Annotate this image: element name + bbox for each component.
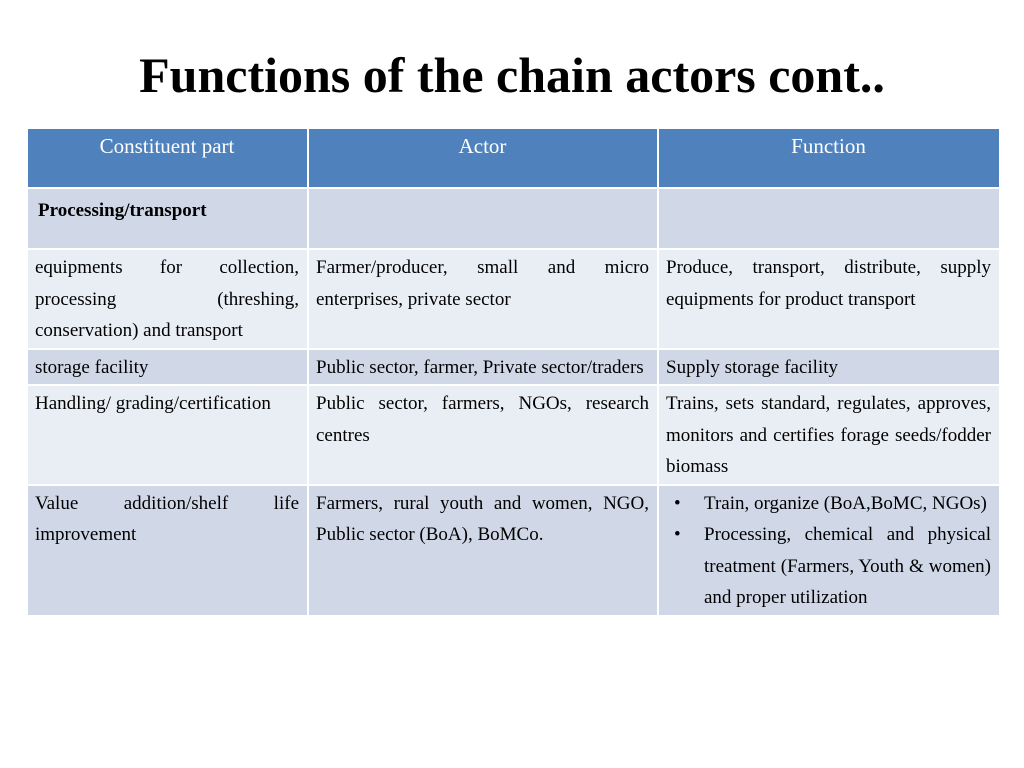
header-actor: Actor — [307, 127, 659, 189]
cell-actor: Public sector, farmer, Private sector/tr… — [307, 347, 659, 386]
table-row: Handling/ grading/certification Public s… — [26, 384, 1001, 486]
bullet-text: Train, organize (BoA,BoMC, NGOs) — [704, 492, 987, 514]
section-row: Processing/transport — [26, 187, 1001, 250]
cell-constituent-part: Value addition/shelf life improvement — [26, 483, 309, 617]
section-cell: Processing/transport — [26, 187, 309, 250]
section-empty-cell — [657, 187, 1001, 250]
cell-constituent-part: Handling/ grading/certification — [26, 384, 309, 486]
cell-actor: Farmers, rural youth and women, NGO, Pub… — [307, 483, 659, 617]
cell-actor: Public sector, farmers, NGOs, research c… — [307, 384, 659, 486]
table-row: equipments for collection, processing (t… — [26, 248, 1001, 350]
function-bullet-list: • Train, organize (BoA,BoMC, NGOs) • Proce… — [666, 488, 991, 614]
cell-actor: Farmer/producer, small and micro enterpr… — [307, 248, 659, 350]
bullet-item: • Train, organize (BoA,BoMC, NGOs) — [666, 488, 991, 520]
bullet-text: Processing, chemical and physical treatm… — [704, 524, 991, 608]
cell-function: • Train, organize (BoA,BoMC, NGOs) • Proce… — [657, 483, 1001, 617]
chain-actors-table: Constituent part Actor Function Processi… — [26, 127, 1001, 617]
cell-constituent-part: equipments for collection, processing (t… — [26, 248, 309, 350]
header-function: Function — [657, 127, 1001, 189]
bullet-icon: • — [674, 524, 681, 545]
table-row: storage facility Public sector, farmer, … — [26, 347, 1001, 386]
bullet-icon: • — [674, 492, 681, 514]
bullet-item: • Processing, chemical and physical treat… — [666, 519, 991, 614]
slide-title: Functions of the chain actors cont.. — [139, 47, 885, 103]
cell-constituent-part: storage facility — [26, 347, 309, 386]
section-empty-cell — [307, 187, 659, 250]
table-row: Value addition/shelf life improvement Fa… — [26, 483, 1001, 617]
cell-function: Produce, transport, distribute, supply e… — [657, 248, 1001, 350]
section-label: Processing/transport — [38, 200, 207, 221]
cell-function: Supply storage facility — [657, 347, 1001, 386]
cell-function: Trains, sets standard, regulates, approv… — [657, 384, 1001, 486]
table-header-row: Constituent part Actor Function — [26, 127, 1001, 189]
header-constituent-part: Constituent part — [26, 127, 309, 189]
